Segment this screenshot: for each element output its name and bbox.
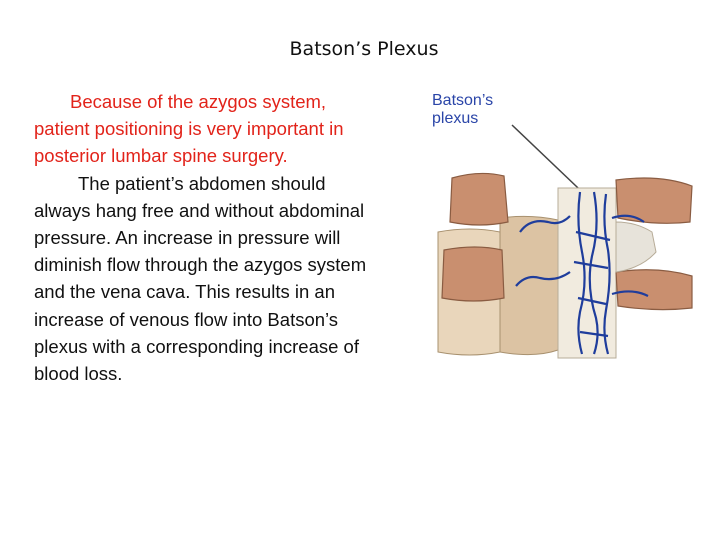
slide-title: Batson’s Plexus [289, 38, 439, 60]
figure-label-line2: plexus [432, 110, 479, 127]
posterior-elements [615, 177, 693, 311]
paragraph-abdomen: The patient’s abdomen should always hang… [34, 172, 367, 385]
batsons-venous-plexus [515, 191, 649, 355]
paragraph-positioning: Because of the azygos system, patient po… [34, 91, 344, 167]
intervertebral-discs [441, 172, 509, 302]
spine-illustration [437, 124, 693, 359]
figure-label: Batson’s plexus [432, 92, 493, 128]
body-text: Because of the azygos system, patient po… [34, 88, 384, 387]
figure-label-line1: Batson’s [432, 92, 494, 109]
